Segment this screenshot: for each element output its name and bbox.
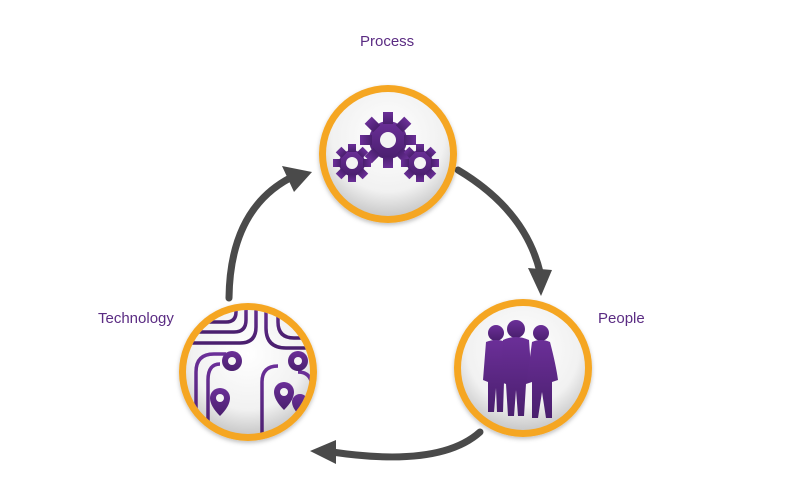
process-label: Process	[360, 33, 415, 50]
arrow-process-to-people	[454, 166, 544, 276]
arrow-people-to-technology	[328, 428, 484, 461]
technology-node	[179, 303, 317, 441]
arrowhead-process	[282, 166, 312, 192]
cycle-arrows	[225, 166, 544, 461]
people-silhouette-icon	[483, 320, 558, 418]
technology-label: Technology	[98, 310, 174, 327]
circuit-pins	[210, 351, 308, 416]
arrowheads	[282, 166, 552, 464]
arrowhead-technology	[310, 440, 336, 464]
arrow-technology-to-process	[225, 174, 294, 302]
people-label: People	[598, 310, 645, 327]
circuit-board-icon	[186, 310, 310, 434]
arrowhead-people	[528, 268, 552, 296]
gears-icon	[333, 112, 439, 182]
